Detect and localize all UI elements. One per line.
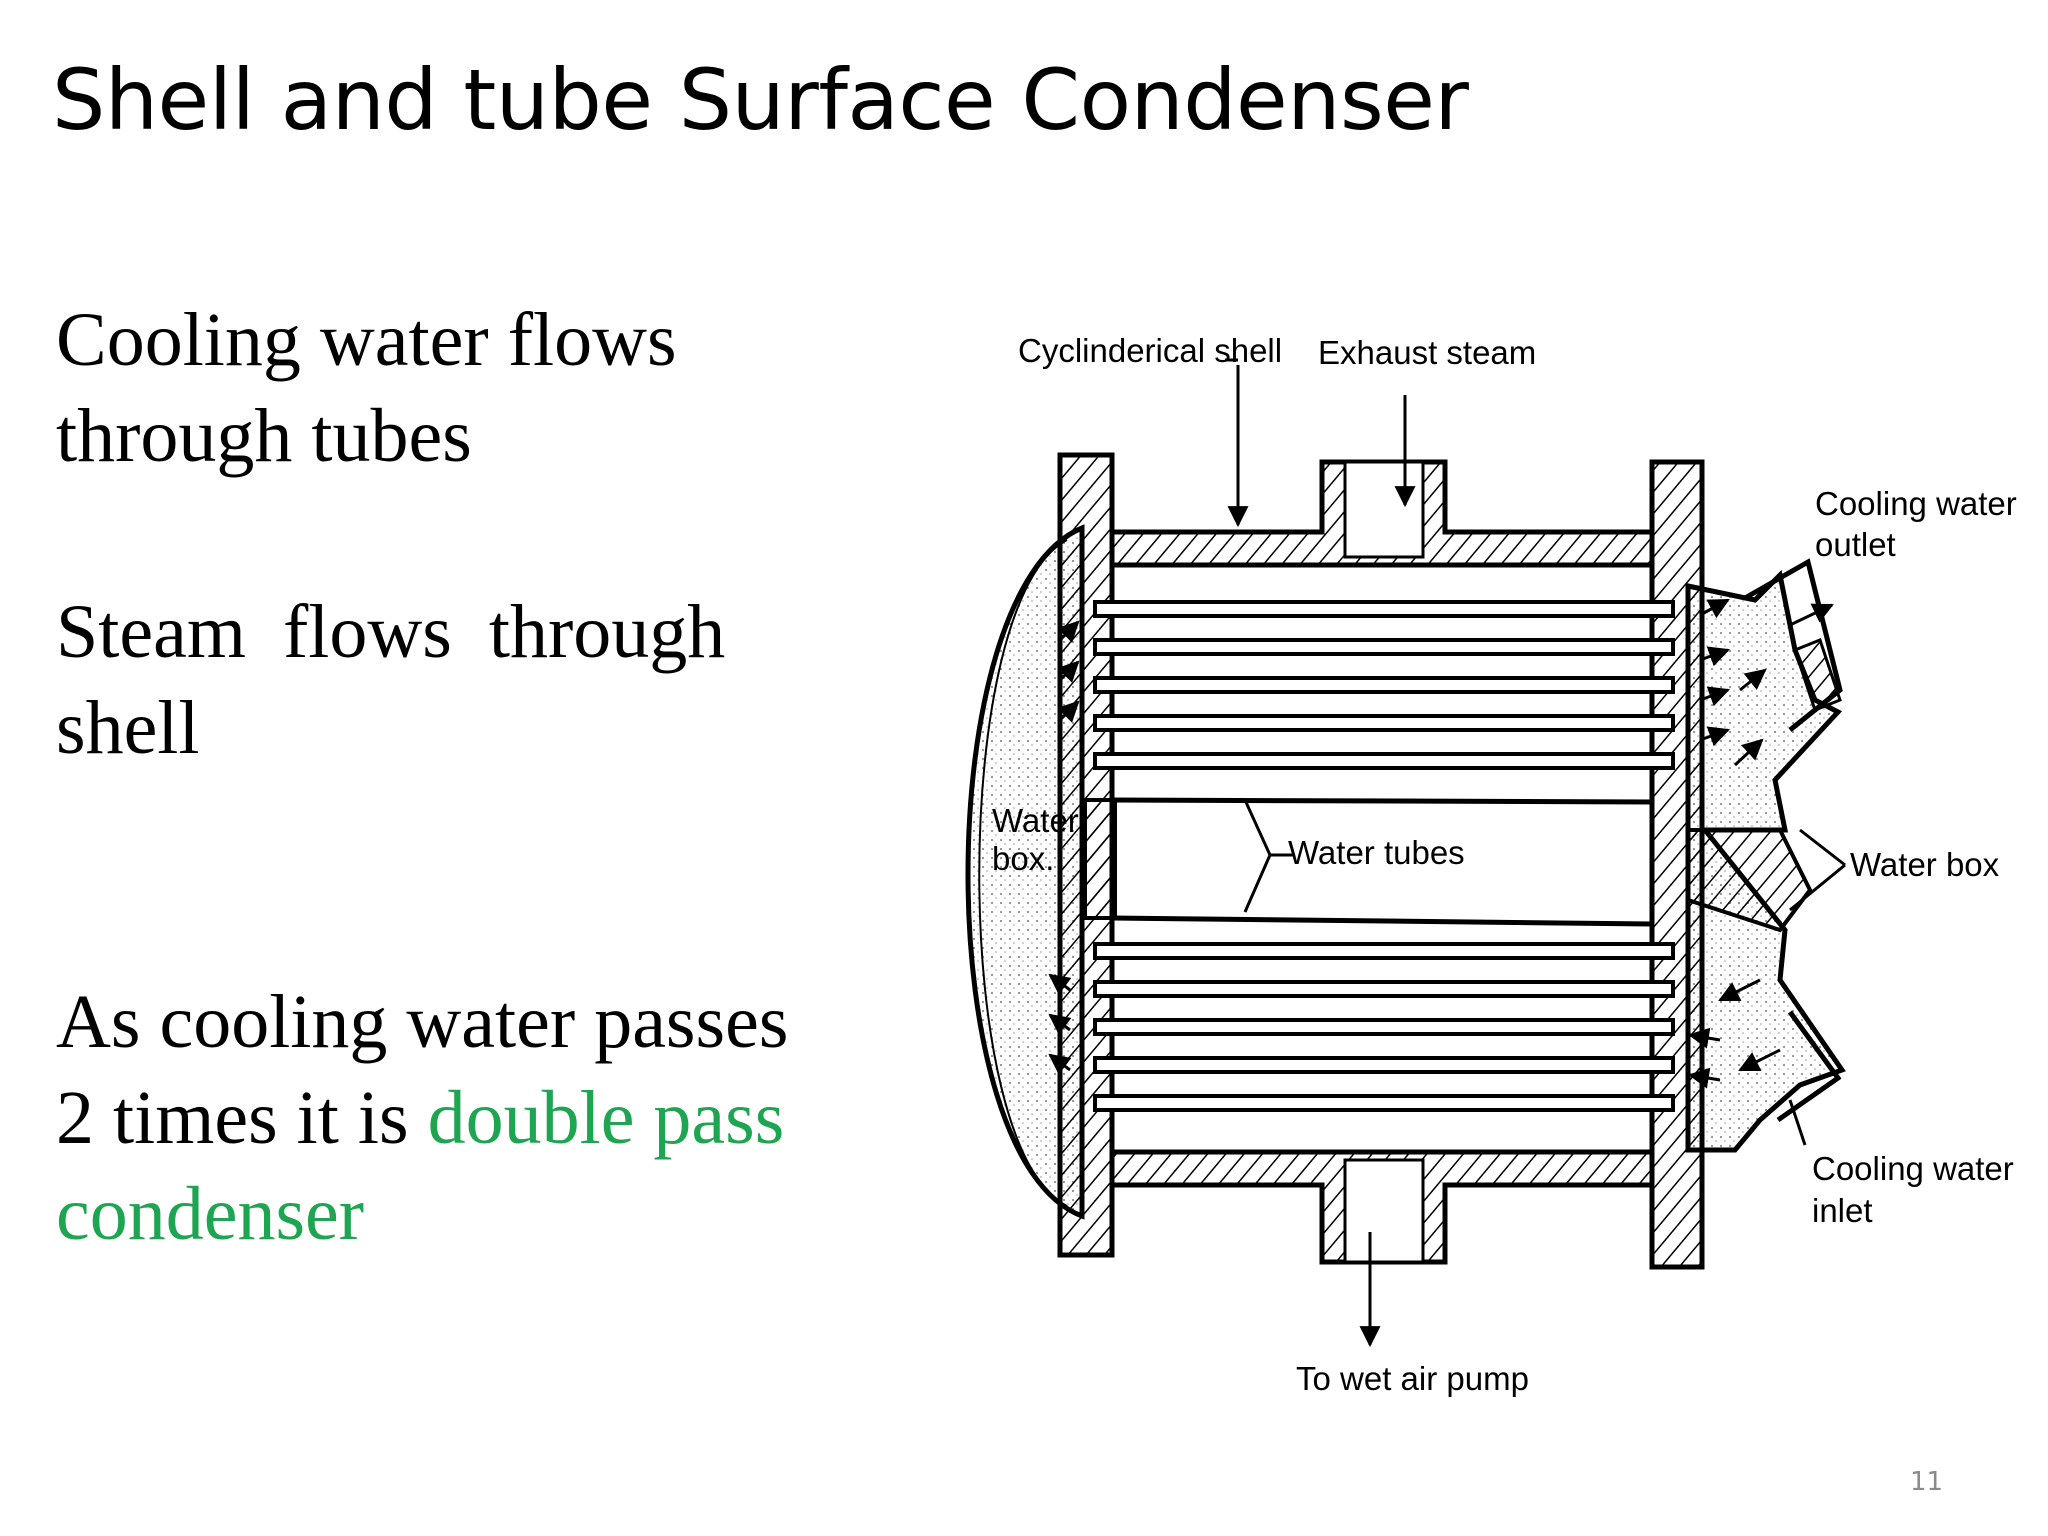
flow-arrows: [1048, 365, 1834, 1348]
label-water-tubes: Water tubes: [1288, 834, 1465, 871]
label-cooling-water-outlet-2: outlet: [1815, 526, 1896, 563]
slide-title: Shell and tube Surface Condenser: [52, 51, 1469, 149]
label-to-wet-air-pump: To wet air pump: [1296, 1360, 1529, 1397]
right-tube-plate: [1649, 459, 1705, 1270]
label-water-box-right: Water box: [1850, 846, 2000, 883]
label-cooling-water-outlet: Cooling water: [1815, 485, 2017, 522]
point-steam: Steam flows through shell: [56, 590, 726, 770]
central-partition: [1083, 798, 1117, 920]
double-pass-highlight: double pass condenser: [56, 1076, 785, 1256]
label-cooling-water-inlet: Cooling water: [1812, 1150, 2014, 1187]
point-double-pass: As cooling water passes 2 times it is do…: [56, 974, 816, 1262]
label-water-box-left: Water: [992, 802, 1079, 839]
label-exhaust-steam: Exhaust steam: [1318, 334, 1536, 371]
page-number: 11: [1910, 1467, 1944, 1497]
leader-lines: [1225, 358, 1846, 1146]
upper-tube-bank: [1093, 600, 1675, 770]
label-water-box-left-2: box.: [992, 840, 1054, 877]
label-cooling-water-inlet-2: inlet: [1812, 1192, 1873, 1229]
label-cylindrical-shell: Cyclinderical shell: [1018, 332, 1282, 369]
lower-tube-bank: [1093, 942, 1675, 1112]
point-double-pass-text: As cooling water passes 2 times it is: [56, 980, 789, 1160]
point-cooling-water: Cooling water flows through tubes: [56, 298, 677, 478]
